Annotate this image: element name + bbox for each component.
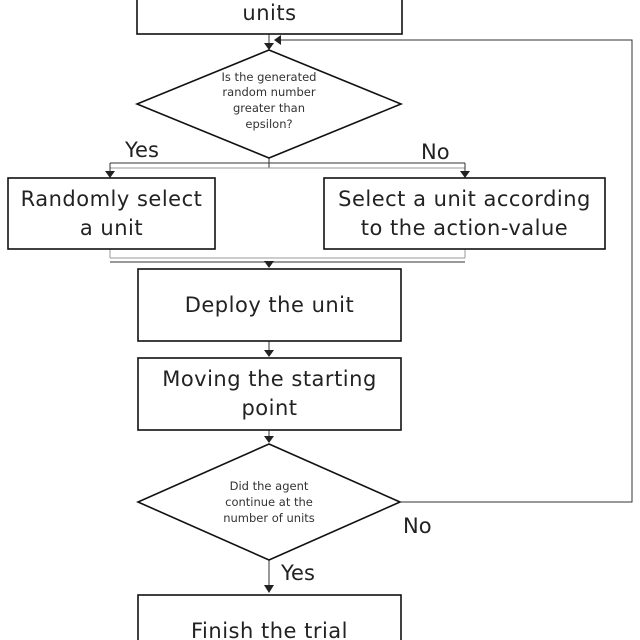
top-box-line-1: units: [242, 1, 296, 25]
label-epsilon-no: No: [421, 140, 450, 164]
label-continue-no: No: [403, 514, 432, 538]
connectors: [105, 34, 633, 593]
node-finish: Finish the trial: [137, 594, 402, 640]
arrowhead-random-select: [105, 171, 115, 178]
decision-epsilon-line-2: random number: [222, 85, 315, 99]
node-action-value-select: Select a unit according to the action-va…: [323, 177, 606, 250]
random-select-line-1: Randomly select: [21, 187, 203, 211]
arrowhead-finish: [264, 585, 274, 593]
decision-continue-line-2: continue at the: [225, 495, 313, 509]
loop-back-line: [281, 39, 633, 503]
decision-epsilon-line-4: epsilon?: [245, 117, 292, 131]
decision-epsilon-line-3: greater than: [233, 101, 305, 115]
node-random-select: Randomly select a unit: [7, 177, 216, 250]
decision-continue-line-3: number of units: [223, 511, 315, 525]
arrowhead-deploy: [264, 261, 274, 268]
decision-continue-line-1: Did the agent: [230, 479, 309, 493]
node-move-start: Moving the starting point: [137, 357, 402, 431]
arrowhead-loop-back: [274, 35, 281, 45]
node-deploy: Deploy the unit: [137, 268, 402, 342]
finish-line-1: Finish the trial: [191, 619, 348, 640]
label-epsilon-yes: Yes: [124, 138, 159, 162]
node-decision-continue: Did the agent continue at the number of …: [136, 443, 402, 561]
node-top-box: units: [136, 0, 403, 35]
node-decision-epsilon: Is the generated random number greater t…: [134, 49, 404, 159]
random-select-line-2: a unit: [80, 216, 143, 240]
label-continue-yes: Yes: [280, 561, 315, 585]
move-start-line-1: Moving the starting: [162, 367, 377, 391]
move-start-line-2: point: [241, 396, 297, 420]
action-value-select-line-1: Select a unit according: [338, 187, 591, 211]
decision-epsilon-line-1: Is the generated: [222, 70, 317, 84]
action-value-select-line-2: to the action-value: [361, 216, 568, 240]
arrowhead-action-select: [460, 171, 470, 178]
arrowhead-epsilon: [264, 43, 274, 50]
arrowhead-move: [264, 350, 274, 357]
arrowhead-continue: [264, 436, 274, 443]
deploy-line-1: Deploy the unit: [185, 293, 355, 317]
